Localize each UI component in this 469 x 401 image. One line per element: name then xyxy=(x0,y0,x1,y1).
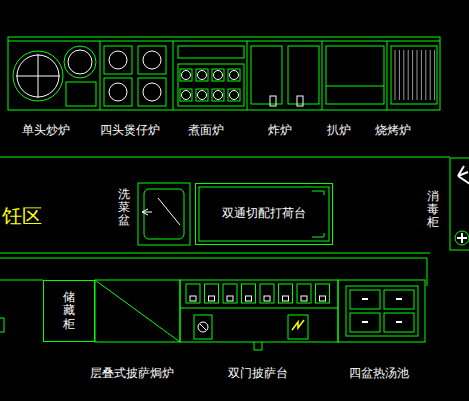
box-text: 储藏柜 xyxy=(63,291,75,331)
equipment-label: 洗菜盆 xyxy=(118,188,130,228)
vegetable-sink xyxy=(138,183,190,245)
box-text: 双通切配打荷台 xyxy=(222,207,306,220)
equipment-label: 四头煲仔炉 xyxy=(100,123,160,137)
counter-edge xyxy=(8,41,440,42)
equipment-label: 双门披萨台 xyxy=(228,366,288,380)
wall-line xyxy=(0,258,427,259)
deep-fryer xyxy=(251,41,322,110)
equipment-label: 煮面炉 xyxy=(188,123,224,137)
sterilizer-cabinet xyxy=(450,158,469,250)
pizza-table xyxy=(180,280,338,350)
prep-table: 双通切配打荷台 xyxy=(195,183,333,245)
equipment-label: 四盆热汤池 xyxy=(349,366,409,380)
zone-label: 饪区 xyxy=(2,204,42,228)
aisle-line xyxy=(0,157,450,158)
noodle-cooker xyxy=(178,41,247,110)
clay-pot-stove xyxy=(104,41,173,110)
edge-fixture xyxy=(0,318,4,332)
cooking-line-outline xyxy=(8,37,440,110)
wall-line xyxy=(427,258,428,286)
griddle xyxy=(326,41,387,110)
equipment-label: 扒炉 xyxy=(327,123,351,137)
equipment-label: 层叠式披萨焗炉 xyxy=(90,366,174,380)
storage-cabinet: 储藏柜 xyxy=(43,280,95,342)
grill xyxy=(391,46,437,104)
wall-line xyxy=(0,253,430,254)
prep-table-detail xyxy=(199,187,329,241)
wok-burner xyxy=(13,41,100,110)
counter-edge xyxy=(0,280,43,281)
equipment-label: 炸炉 xyxy=(268,123,292,137)
hot-soup-well xyxy=(338,280,425,342)
equipment-label: 消毒柜 xyxy=(427,190,439,230)
equipment-label: 单头炒炉 xyxy=(22,123,70,137)
pizza-oven xyxy=(95,280,180,342)
equipment-label: 烧烤炉 xyxy=(375,123,411,137)
